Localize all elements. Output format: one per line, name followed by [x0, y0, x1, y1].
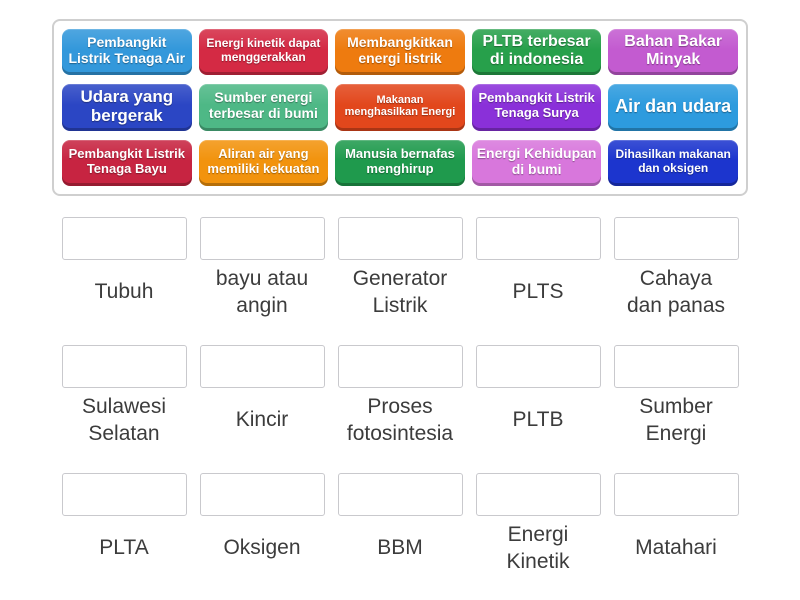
answer-slot-cahaya-dan-panas[interactable] [613, 217, 739, 261]
drag-tile-makanan-menghasilkan-energi[interactable]: Makanan menghasilkan Energi [335, 84, 465, 132]
answers-grid: Tubuh bayu atau angin Generator Listrik … [55, 217, 745, 576]
answer-cell-kincir: Kincir [193, 345, 331, 448]
answer-label-energi-kinetik: Energi Kinetik [506, 523, 570, 573]
answer-slot-oksigen[interactable] [199, 473, 325, 517]
answer-label-plta: PLTA [99, 536, 149, 560]
answer-cell-pltb: PLTB [469, 345, 607, 448]
answer-slot-kincir[interactable] [199, 345, 325, 389]
answer-slot-bayu-atau-angin[interactable] [199, 217, 325, 261]
answer-slot-tubuh[interactable] [61, 217, 187, 261]
tiles-panel: Pembangkit Listrik Tenaga Air Energi kin… [52, 19, 748, 197]
answer-slot-sumber-energi[interactable] [613, 345, 739, 389]
drag-tile-pltb-terbesar-di-indonesia[interactable]: PLTB terbesar di indonesia [471, 29, 602, 75]
answer-label-pltb: PLTB [512, 408, 564, 432]
answer-cell-oksigen: Oksigen [193, 473, 331, 576]
answer-label-kincir: Kincir [235, 408, 289, 432]
drag-tile-pembangkit-listrik-tenaga-bayu[interactable]: Pembangkit Listrik Tenaga Bayu [62, 140, 192, 187]
answer-cell-plta: PLTA [55, 473, 193, 576]
drag-tile-udara-yang-bergerak[interactable]: Udara yang bergerak [62, 84, 192, 132]
answer-label-generator-listrik: Generator Listrik [352, 267, 448, 317]
answer-slot-proses-fotosintesia[interactable] [337, 345, 463, 389]
answer-label-proses-fotosintesia: Proses fotosintesia [346, 395, 454, 445]
drag-tile-dihasilkan-makanan-dan-oksigen[interactable]: Dihasilkan makanan dan oksigen [608, 140, 738, 187]
answer-cell-matahari: Matahari [607, 473, 745, 576]
answer-cell-generator-listrik: Generator Listrik [331, 217, 469, 320]
answer-cell-bbm: BBM [331, 473, 469, 576]
answer-slot-sulawesi-selatan[interactable] [61, 345, 187, 389]
answer-slot-generator-listrik[interactable] [337, 217, 463, 261]
drag-tile-bahan-bakar-minyak[interactable]: Bahan Bakar Minyak [608, 29, 738, 75]
drag-tile-aliran-air-yang-memiliki-kekuatan[interactable]: Aliran air yang memiliki kekuatan [198, 140, 329, 187]
drag-tile-pembangkit-listrik-tenaga-surya[interactable]: Pembangkit Listrik Tenaga Surya [471, 84, 602, 132]
answer-cell-energi-kinetik: Energi Kinetik [469, 473, 607, 576]
answer-label-matahari: Matahari [635, 536, 717, 560]
answer-cell-bayu-atau-angin: bayu atau angin [193, 217, 331, 320]
answer-label-tubuh: Tubuh [94, 280, 154, 304]
drag-tile-sumber-energi-terbesar-di-bumi[interactable]: Sumber energi terbesar di bumi [198, 84, 329, 132]
drag-tile-pembangkit-listrik-tenaga-air[interactable]: Pembangkit Listrik Tenaga Air [62, 29, 192, 75]
answer-cell-tubuh: Tubuh [55, 217, 193, 320]
answer-label-bayu-atau-angin: bayu atau angin [215, 267, 309, 317]
answer-slot-bbm[interactable] [337, 473, 463, 517]
answer-label-cahaya-dan-panas: Cahaya dan panas [626, 267, 726, 317]
answer-slot-plta[interactable] [61, 473, 187, 517]
answer-cell-plts: PLTS [469, 217, 607, 320]
drag-tile-membangkitkan-energi-listrik[interactable]: Membangkitkan energi listrik [335, 29, 465, 75]
tiles-grid: Pembangkit Listrik Tenaga Air Energi kin… [62, 29, 738, 187]
answer-label-sulawesi-selatan: Sulawesi Selatan [81, 395, 167, 445]
answer-slot-matahari[interactable] [613, 473, 739, 517]
answer-slot-energi-kinetik[interactable] [475, 473, 601, 517]
drag-tile-manusia-bernafas-menghirup[interactable]: Manusia bernafas menghirup [335, 140, 465, 187]
answer-label-plts: PLTS [512, 280, 564, 304]
answer-cell-cahaya-dan-panas: Cahaya dan panas [607, 217, 745, 320]
answer-label-oksigen: Oksigen [223, 536, 301, 560]
drag-tile-energi-kehidupan-di-bumi[interactable]: Energi Kehidupan di bumi [471, 140, 602, 187]
answer-label-sumber-energi: Sumber Energi [639, 395, 713, 445]
answer-cell-sumber-energi: Sumber Energi [607, 345, 745, 448]
answer-slot-pltb[interactable] [475, 345, 601, 389]
drag-tile-energi-kinetik-dapat-menggerakkan[interactable]: Energi kinetik dapat menggerakkan [198, 29, 329, 75]
drag-tile-air-dan-udara[interactable]: Air dan udara [608, 84, 738, 132]
answer-slot-plts[interactable] [475, 217, 601, 261]
answer-cell-sulawesi-selatan: Sulawesi Selatan [55, 345, 193, 448]
answer-cell-proses-fotosintesia: Proses fotosintesia [331, 345, 469, 448]
answer-label-bbm: BBM [377, 536, 423, 560]
